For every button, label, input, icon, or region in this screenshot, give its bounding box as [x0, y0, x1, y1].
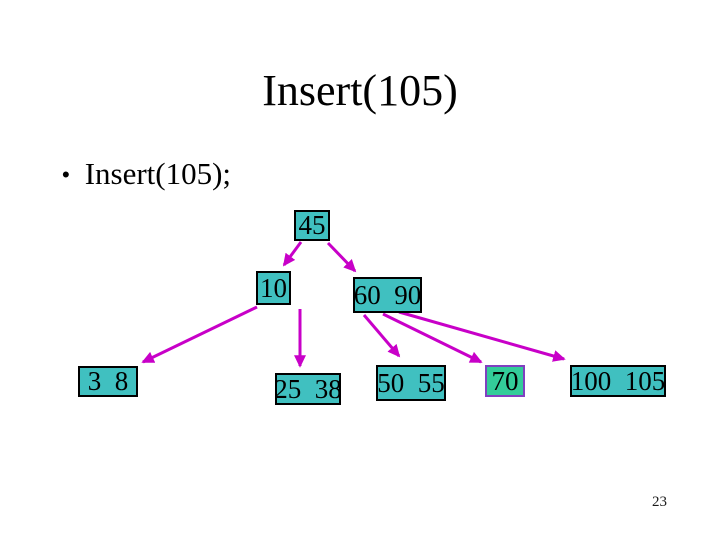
tree-node-3-8: 3 8: [78, 366, 138, 397]
tree-node-25-38: 25 38: [274, 373, 342, 405]
edge-60-90-to-50-55: [362, 314, 401, 358]
tree-node-70-highlighted: 70: [485, 365, 525, 397]
edge-10-to-3-8: [141, 305, 258, 364]
page-number: 23: [652, 494, 667, 510]
tree-node-10: 10: [256, 271, 291, 305]
slide-title: Insert(105): [262, 66, 458, 115]
edge-60-90-to-70: [382, 312, 483, 364]
edge-45-to-60-90: [326, 241, 357, 273]
edge-45-to-10: [282, 241, 303, 267]
tree-node-60-90: 60 90: [353, 277, 422, 313]
bullet-icon: •: [62, 162, 70, 187]
bullet-item: • Insert(105);: [62, 155, 231, 192]
tree-node-45: 45: [294, 210, 330, 241]
bullet-text: Insert(105);: [84, 156, 232, 191]
tree-node-50-55: 50 55: [376, 365, 446, 401]
tree-node-100-105: 100 105: [570, 365, 666, 397]
edge-60-90-to-100-105: [398, 310, 566, 362]
